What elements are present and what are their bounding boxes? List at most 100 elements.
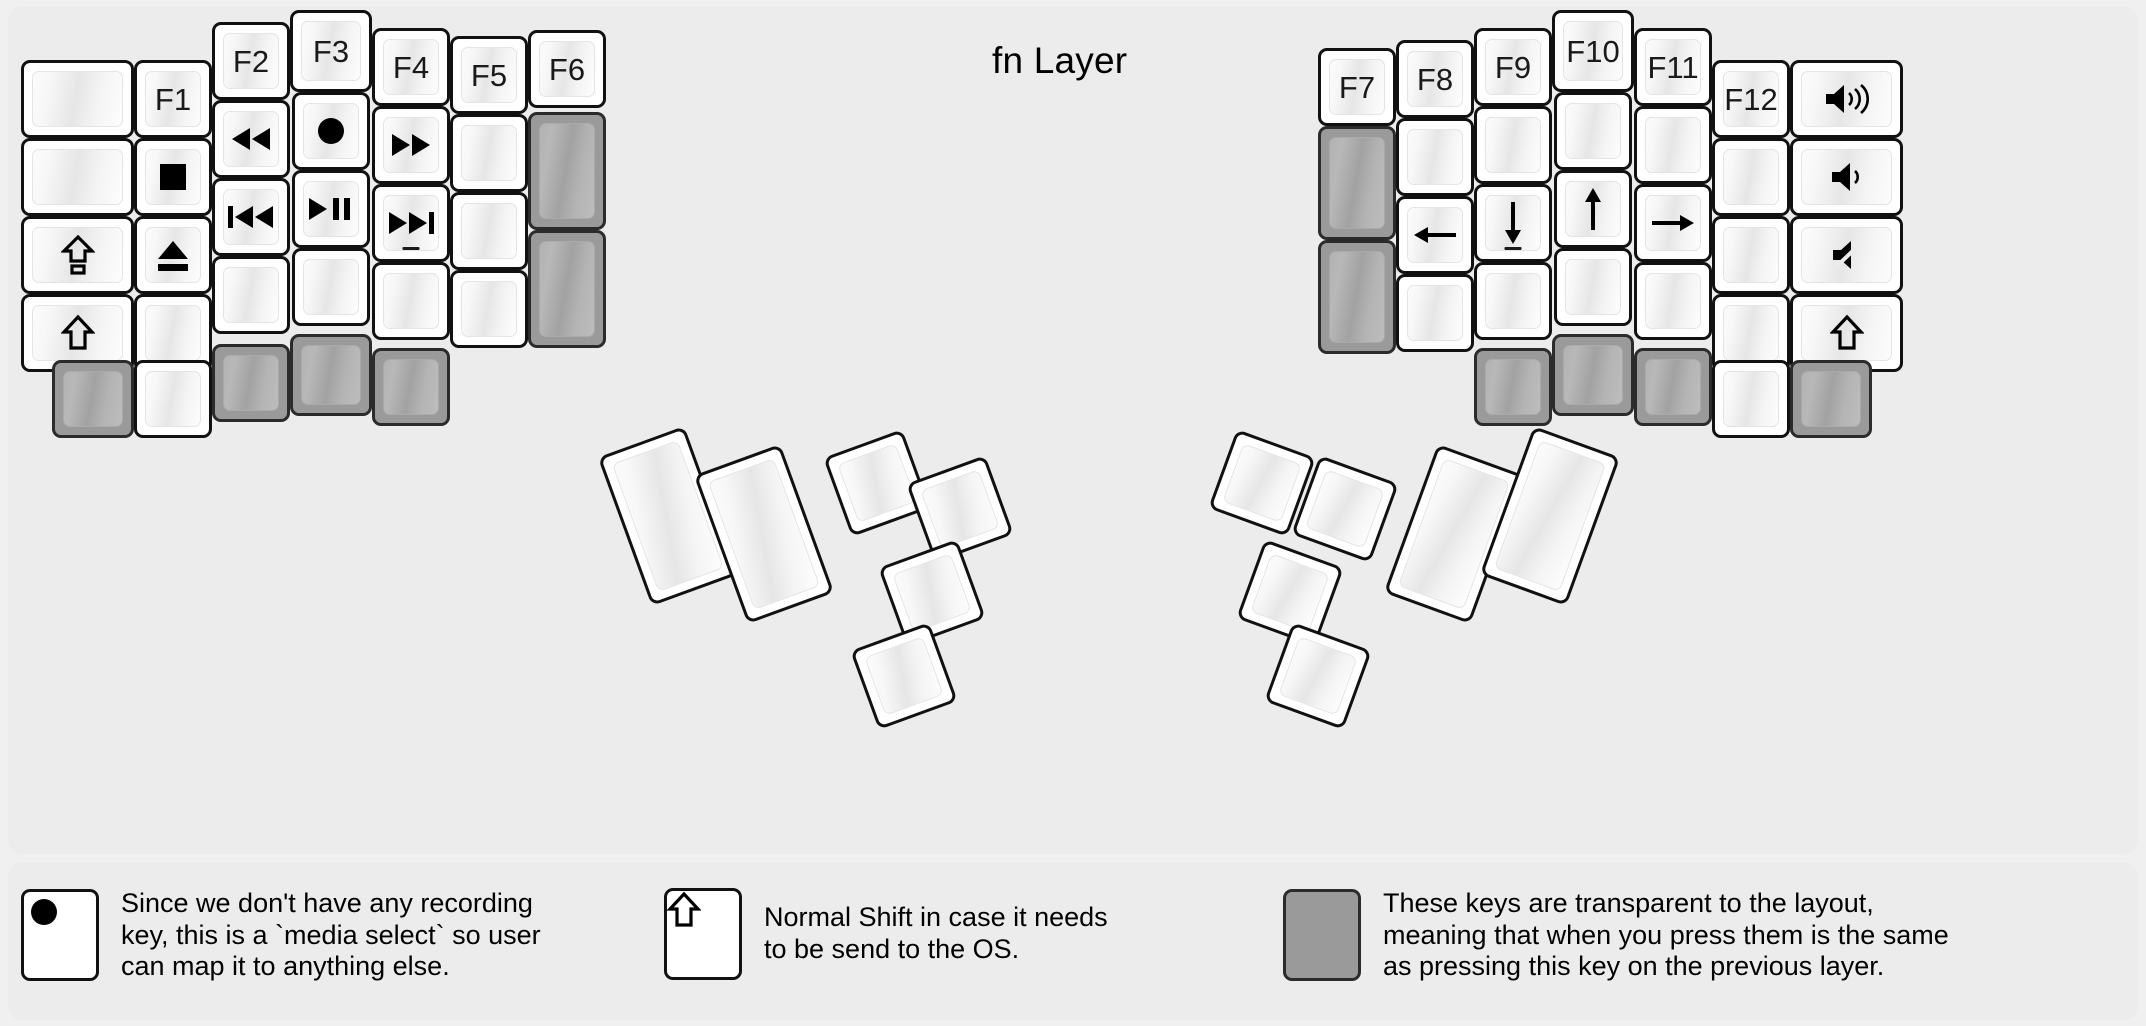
key-transparent[interactable] — [1790, 360, 1872, 438]
key-f11[interactable]: F11 — [1634, 28, 1712, 106]
record-icon — [311, 111, 351, 151]
key-arrow-left[interactable] — [1396, 196, 1474, 274]
keycap-face — [1485, 359, 1541, 415]
keycap-face: F5 — [461, 47, 517, 103]
legend-item-record: Since we don't have any recording key, t… — [21, 888, 541, 983]
key-volume-up[interactable] — [1790, 60, 1903, 138]
play-pause-icon — [306, 194, 356, 224]
key-blank[interactable] — [1554, 248, 1632, 326]
key-blank[interactable] — [1396, 118, 1474, 196]
key-play-pause[interactable] — [292, 170, 370, 248]
keycap-face — [1645, 195, 1701, 251]
key-blank[interactable] — [1712, 360, 1790, 438]
key-blank[interactable] — [1712, 216, 1790, 294]
key-transparent[interactable] — [1634, 348, 1712, 426]
keycap-face — [837, 443, 917, 523]
key-transparent[interactable] — [1474, 348, 1552, 426]
key-blank[interactable] — [372, 262, 450, 340]
key-fast-forward[interactable] — [372, 106, 450, 184]
key-blank[interactable] — [1396, 274, 1474, 352]
key-f4[interactable]: F4 — [372, 28, 450, 106]
keycap-face — [1329, 137, 1385, 229]
keycap-face — [1645, 273, 1701, 329]
key-f7[interactable]: F7 — [1318, 48, 1396, 126]
key-transparent[interactable] — [212, 344, 290, 422]
key-f3[interactable]: F3 — [290, 10, 372, 92]
legend-item-shift: Normal Shift in case it needs to be send… — [664, 888, 1108, 980]
key-transparent-tall[interactable] — [1318, 240, 1396, 354]
keycap-face — [461, 125, 517, 181]
key-blank[interactable] — [1712, 294, 1790, 372]
key-blank[interactable] — [134, 294, 212, 372]
key-stop[interactable] — [134, 138, 212, 216]
keycap-face — [1801, 71, 1892, 127]
key-blank[interactable] — [1634, 106, 1712, 184]
key-f10[interactable]: F10 — [1552, 10, 1634, 92]
key-blank[interactable] — [450, 192, 528, 270]
key-blank[interactable] — [1554, 92, 1632, 170]
keycap-face — [223, 355, 279, 411]
keycap-face — [1723, 149, 1779, 205]
keycap-face: F4 — [383, 39, 439, 95]
key-f9[interactable]: F9 — [1474, 28, 1552, 106]
keycap-face — [303, 103, 359, 159]
key-f1[interactable]: F1 — [134, 60, 212, 138]
keycap-face — [303, 259, 359, 315]
key-blank[interactable] — [1634, 262, 1712, 340]
key-transparent-tall[interactable] — [1318, 126, 1396, 240]
keycap-face — [32, 227, 123, 283]
key-transparent[interactable] — [52, 360, 134, 438]
keycap-face — [1565, 181, 1621, 237]
key-arrow-down[interactable] — [1474, 184, 1552, 262]
homing-bump-indicator — [1504, 247, 1522, 250]
key-blank[interactable] — [450, 270, 528, 348]
key-blank[interactable] — [1474, 262, 1552, 340]
key-transparent[interactable] — [1552, 334, 1634, 416]
key-label: F4 — [392, 49, 430, 85]
key-label: F1 — [154, 81, 192, 117]
keycap-face — [1801, 371, 1861, 427]
key-volume-down[interactable] — [1790, 138, 1903, 216]
key-arrow-up[interactable] — [1554, 170, 1632, 248]
key-label: F6 — [548, 51, 586, 87]
key-next-track[interactable] — [372, 184, 450, 262]
key-blank[interactable] — [450, 114, 528, 192]
key-blank[interactable] — [212, 256, 290, 334]
key-blank[interactable] — [21, 138, 134, 216]
fast-forward-icon — [388, 130, 434, 160]
key-transparent-tall[interactable] — [528, 112, 606, 230]
key-rewind[interactable] — [212, 100, 290, 178]
key-record[interactable] — [292, 92, 370, 170]
keycap-face — [1565, 103, 1621, 159]
key-caps-lock[interactable] — [21, 216, 134, 294]
keycap-face — [461, 203, 517, 259]
keycap-face — [63, 371, 123, 427]
key-transparent[interactable] — [290, 334, 372, 416]
key-blank[interactable] — [1712, 138, 1790, 216]
key-transparent[interactable] — [372, 348, 450, 426]
keycap-face — [1485, 195, 1541, 251]
key-arrow-right[interactable] — [1634, 184, 1712, 262]
key-f5[interactable]: F5 — [450, 36, 528, 114]
key-blank[interactable] — [292, 248, 370, 326]
keycap-face — [1329, 251, 1385, 343]
key-transparent-tall[interactable] — [528, 230, 606, 348]
key-previous-track[interactable] — [212, 178, 290, 256]
key-eject[interactable] — [134, 216, 212, 294]
key-blank[interactable] — [134, 360, 212, 438]
arrow-left-icon — [1412, 222, 1458, 248]
keycap-face — [1407, 285, 1463, 341]
key-f12[interactable]: F12 — [1712, 60, 1790, 138]
key-shift[interactable] — [21, 294, 134, 372]
key-f6[interactable]: F6 — [528, 30, 606, 108]
key-f2[interactable]: F2 — [212, 22, 290, 100]
volume-down-icon — [1829, 160, 1865, 194]
key-label: F10 — [1566, 33, 1620, 69]
key-volume-mute[interactable] — [1790, 216, 1903, 294]
key-blank[interactable] — [1474, 106, 1552, 184]
key-shift[interactable] — [1790, 294, 1903, 372]
key-f8[interactable]: F8 — [1396, 40, 1474, 118]
rewind-icon — [228, 124, 274, 154]
legend-item-transparent: These keys are transparent to the layout… — [1283, 888, 1949, 983]
key-blank[interactable] — [21, 60, 134, 138]
